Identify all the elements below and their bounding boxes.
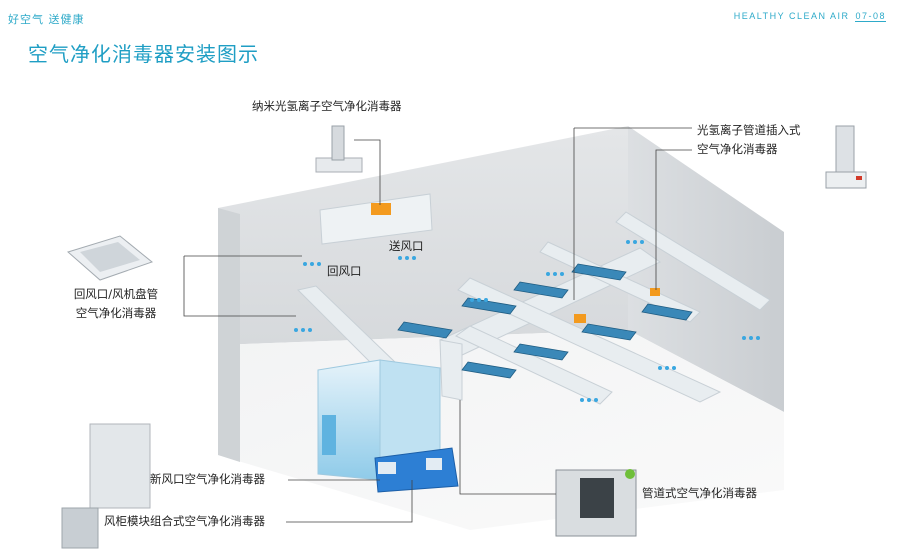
label-fresh-air: 新风口空气净化消毒器: [150, 472, 265, 486]
label-fan-coil: 回风口/风机盘管 空气净化消毒器: [52, 285, 180, 323]
product-nano: [315, 125, 363, 173]
door-panel: [322, 415, 336, 455]
label-duct-insert: 光氢离子管道插入式 空气净化消毒器: [697, 121, 801, 159]
product-fan-coil: [66, 235, 154, 281]
leader-lines: [183, 127, 692, 523]
label-duct-insert-line2: 空气净化消毒器: [697, 142, 778, 156]
orange-insert-ceiling: [371, 203, 391, 215]
label-supply-vent: 送风口: [389, 239, 424, 253]
product-duct-insert: [825, 125, 867, 189]
page-number: 07-08: [855, 11, 886, 22]
slogan: 好空气 送健康: [8, 13, 85, 26]
label-nano: 纳米光氢离子空气净化消毒器: [252, 99, 402, 113]
label-fan-coil-line1: 回风口/风机盘管: [73, 287, 159, 301]
brand-header: HEALTHY CLEAN AIR 07-08: [733, 11, 886, 22]
orange-insert-2: [574, 314, 586, 323]
label-cabinet: 风柜模块组合式空气净化消毒器: [104, 514, 265, 528]
page-title: 空气净化消毒器安装图示: [28, 42, 259, 66]
duct-drop: [439, 339, 463, 401]
product-cabinet: [61, 423, 151, 549]
label-return-vent: 回风口: [327, 264, 362, 278]
label-fan-coil-line2: 空气净化消毒器: [75, 306, 157, 320]
back-wall: [218, 126, 628, 345]
label-duct-type: 管道式空气净化消毒器: [642, 486, 757, 500]
label-duct-insert-line1: 光氢离子管道插入式: [697, 123, 801, 137]
ceiling-duct: [319, 193, 433, 245]
orange-insert-1: [650, 288, 660, 296]
product-duct-type: [555, 469, 637, 537]
hospital-beds: [397, 263, 693, 379]
ahu-module-1: [378, 462, 396, 474]
duct-inserts: [371, 203, 660, 323]
airflow-arrows: [294, 240, 760, 402]
air-handling-unit: [317, 359, 459, 493]
brand-name: HEALTHY CLEAN AIR: [733, 11, 850, 21]
left-wall-edge: [218, 208, 240, 462]
ahu-module-2: [426, 458, 442, 470]
